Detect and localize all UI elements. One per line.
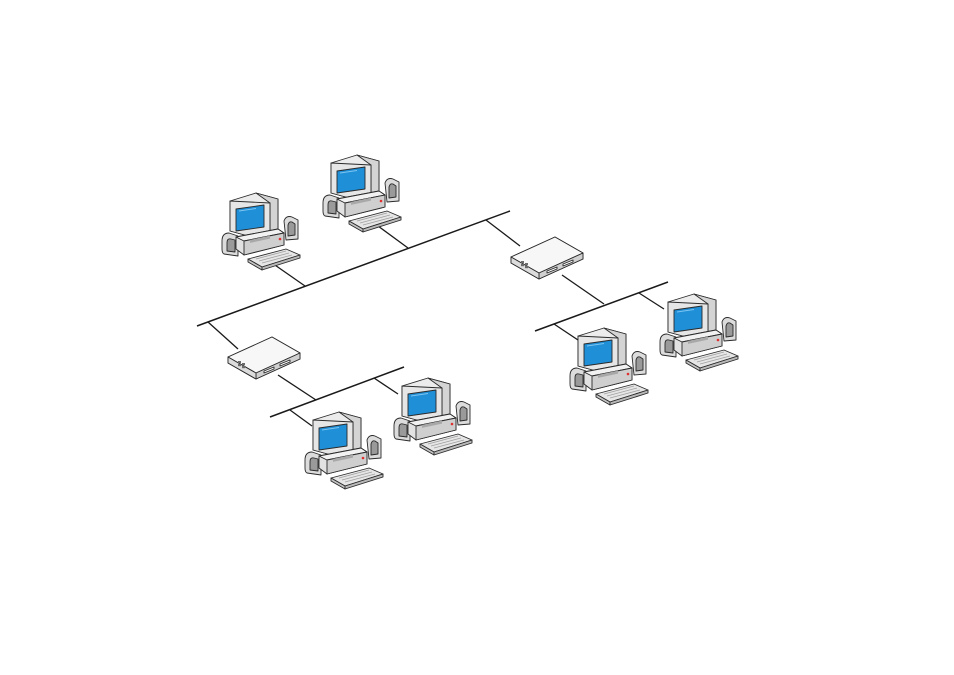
hub-left-uplink <box>278 375 316 400</box>
hub-right-uplink <box>562 275 604 304</box>
network-hub-icon <box>511 237 583 279</box>
desktop-computer-icon <box>305 412 383 489</box>
drop-pc-1 <box>272 263 305 286</box>
desktop-computer-icon <box>323 155 401 232</box>
drop-pc-6 <box>639 293 664 309</box>
link-hub-left <box>208 322 238 349</box>
left-lan-bus <box>270 367 404 417</box>
network-hub-icon <box>228 337 300 379</box>
desktop-computer-icon <box>660 294 738 371</box>
desktop-computer-icon <box>570 328 648 405</box>
drop-pc-5 <box>554 324 578 340</box>
drop-pc-2 <box>378 226 408 248</box>
right-lan-bus <box>535 282 668 331</box>
desktop-computer-icon <box>394 378 472 455</box>
desktop-computer-icon <box>222 193 300 270</box>
link-hub-right <box>486 220 520 246</box>
drop-pc-3 <box>290 410 312 426</box>
drop-pc-4 <box>374 378 398 394</box>
